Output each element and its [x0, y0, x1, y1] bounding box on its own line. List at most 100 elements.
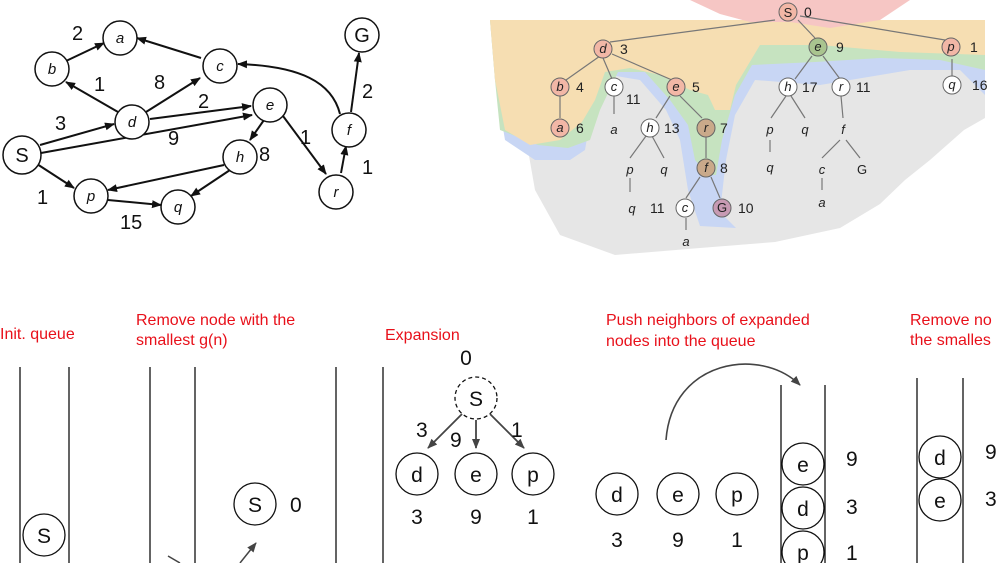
expansion-child-p-label: p [527, 464, 539, 487]
tree-node-c1 [604, 77, 624, 97]
contour-orange [490, 20, 985, 145]
graph-label-q: q [174, 199, 183, 216]
weight-f-G: 2 [362, 81, 373, 103]
weight-S-e: 9 [168, 128, 179, 150]
expansion-root-cost: 0 [460, 347, 472, 370]
push-node-d-label: d [611, 484, 623, 507]
tree-node-c2 [675, 198, 695, 218]
tree-label-p2: p [765, 122, 773, 137]
tree-label-q3: q [660, 162, 668, 177]
expansion-root-S [454, 376, 498, 420]
expansion-cost-d: 3 [411, 506, 423, 529]
tree-cost-e: 9 [836, 39, 844, 55]
queue-walls [19, 367, 964, 563]
tree-label-d: d [599, 41, 607, 56]
graph-label-G: G [354, 25, 370, 47]
tree-cost-r1: 11 [856, 79, 871, 95]
removed-node-S [233, 482, 277, 526]
tree-label-G2: G [857, 162, 867, 177]
graph-node-S [2, 135, 42, 175]
remove-arrow [167, 555, 181, 563]
expansion-edge-d: 3 [416, 419, 428, 442]
stack-node-d [781, 486, 825, 530]
tree-cost-f: 8 [720, 160, 728, 176]
tree-cost-G: 10 [738, 200, 754, 216]
tree-label-q4: q [766, 160, 774, 175]
tree-node-q1 [942, 75, 962, 95]
graph-node-d [114, 104, 150, 140]
tree-label-p: p [946, 39, 954, 54]
expansion-edge-p: 1 [511, 419, 523, 442]
tree-label-S: S [784, 5, 793, 20]
tree-label-c2: c [682, 200, 689, 215]
tree-node-h2 [640, 118, 660, 138]
label-remove-1: Remove node with the [136, 312, 295, 329]
tree-label-c3: c [819, 162, 826, 177]
edge-e-r [282, 115, 327, 175]
label-expansion: Expansion [385, 327, 460, 344]
graph-label-d: d [128, 114, 137, 131]
tree-label-f: f [704, 160, 709, 175]
push-cost-d: 3 [611, 529, 623, 552]
graph-node-p [73, 178, 109, 214]
expansion-child-e-label: e [470, 464, 482, 487]
tree-label-h2: h [646, 120, 653, 135]
tree-node-S [778, 2, 798, 22]
tree-cost-h1: 17 [802, 79, 818, 95]
graph-node-f [331, 112, 367, 148]
graph-label-c: c [216, 58, 224, 75]
stack-node-d-label: d [797, 498, 809, 521]
final-node-e [918, 478, 962, 522]
edge-e-h [249, 119, 265, 141]
expansion-edge-e: 9 [450, 429, 462, 452]
edge-S-p [36, 163, 75, 189]
expansion-child-p [511, 452, 555, 496]
edge-d-c [145, 77, 201, 113]
tree-label-e2: e [672, 79, 679, 94]
tree-label-h1: h [784, 79, 791, 94]
tree-cost-q1: 16 [972, 77, 988, 93]
tree-label-a1: a [556, 120, 563, 135]
tree-label-G: G [717, 200, 727, 215]
weight-r-f: 1 [362, 157, 373, 179]
push-node-e [656, 472, 700, 516]
edge-d-e [149, 103, 252, 120]
graph-label-f: f [347, 122, 353, 139]
removed-node-cost: 0 [290, 494, 302, 517]
tree-cost-e2: 5 [692, 79, 700, 95]
tree-node-e [808, 37, 828, 57]
edge-r-f [340, 145, 349, 174]
push-arrow [665, 363, 801, 441]
tree-label-e: e [814, 39, 821, 54]
tree-node-d [593, 39, 613, 59]
expansion-child-d-label: d [411, 464, 423, 487]
tree-node-h1 [778, 77, 798, 97]
label-push-1: Push neighbors of expanded [606, 312, 810, 329]
tree-node-f [696, 158, 716, 178]
tree-node-r1 [831, 77, 851, 97]
final-node-e-label: e [934, 490, 946, 513]
tree-label-b: b [556, 79, 563, 94]
push-node-p [715, 472, 759, 516]
edge-b-a [65, 42, 105, 62]
label-init-queue: Init. queue [0, 326, 75, 343]
label-remove2-2: the smalles [910, 332, 991, 349]
weight-e-h: 8 [259, 144, 270, 166]
tree-label-p3: p [625, 162, 633, 177]
stack-cost-p: 1 [846, 542, 858, 563]
graph-node-q [160, 189, 196, 225]
graph-label-a: a [116, 30, 124, 47]
tree-label-a3: a [818, 195, 825, 210]
tree-cost-S: 0 [804, 4, 812, 20]
tree-cost-d: 3 [620, 41, 628, 57]
weight-d-e: 2 [198, 91, 209, 113]
edge-d-b [65, 81, 119, 113]
tree-label-r2: r [704, 120, 709, 135]
label-push-2: nodes into the queue [606, 333, 756, 350]
contour-gray [510, 20, 985, 255]
weight-e-r: 1 [300, 127, 311, 149]
tree-node-p [941, 37, 961, 57]
tree-cost-p: 1 [970, 39, 978, 55]
stack-node-p-label: p [797, 542, 809, 563]
